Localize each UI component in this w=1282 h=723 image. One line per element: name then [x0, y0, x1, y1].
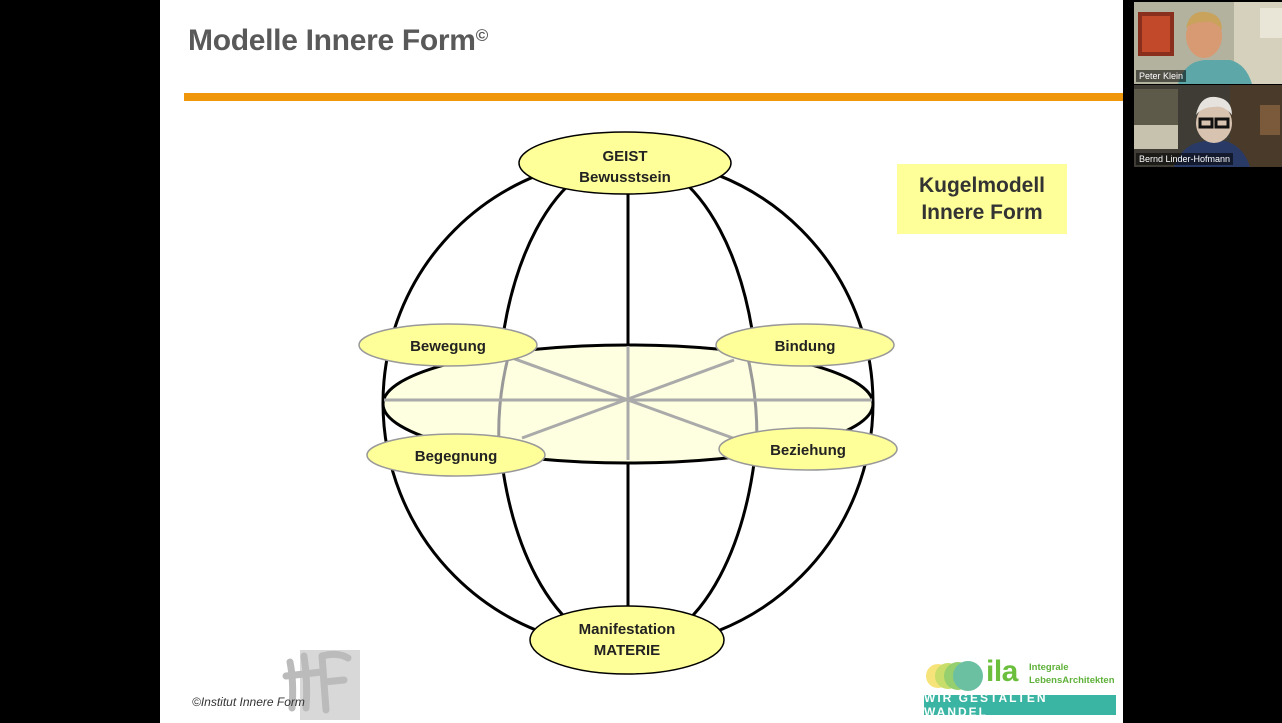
ila-circles-icon [926, 661, 983, 691]
presentation-slide: Modelle Innere Form© GEIST Bewusstsein B… [160, 0, 1123, 723]
participant-name-1: Peter Klein [1136, 70, 1187, 82]
bewusstsein-label: Bewusstsein [579, 169, 671, 186]
model-name-line2: Innere Form [921, 201, 1043, 224]
equator-spokes [384, 346, 872, 460]
copyright-mark: © [475, 26, 489, 45]
geist-label: GEIST [602, 148, 647, 165]
ila-subtitle-2: LebensArchitekten [1029, 675, 1115, 686]
node-materie: Manifestation MATERIE [529, 605, 725, 675]
node-bewegung: Bewegung [358, 323, 538, 367]
copyright-notice: ©Institut Innere Form [192, 695, 305, 709]
node-begegnung: Begegnung [366, 433, 546, 477]
model-name-line1: Kugelmodell [918, 174, 1045, 197]
iif-logo [282, 642, 362, 723]
participant-video-1 [1134, 2, 1282, 84]
sphere-model-diagram: GEIST Bewusstsein Bewegung Bindung Begeg… [358, 131, 898, 675]
participant-name-2: Bernd Linder-Hofmann [1136, 153, 1234, 165]
beziehung-label: Beziehung [770, 442, 846, 459]
slide-title-text: Modelle Innere Form [188, 24, 476, 57]
slide-title: Modelle Innere Form© [188, 24, 488, 58]
participant-video-2 [1134, 85, 1282, 167]
node-geist: GEIST Bewusstsein [518, 131, 732, 195]
node-bindung: Bindung [715, 323, 895, 367]
ila-subtitle-1: Integrale [1029, 662, 1069, 673]
iif-logo-mark [282, 650, 360, 720]
participant-video-tile[interactable]: Peter Klein [1134, 2, 1282, 84]
ila-word: ila [986, 655, 1018, 688]
title-underline-bar [184, 93, 1123, 101]
bewegung-label: Bewegung [410, 338, 486, 355]
bindung-label: Bindung [775, 338, 836, 355]
manifestation-label: Manifestation [579, 621, 676, 638]
model-name-box: Kugelmodell Innere Form [897, 164, 1067, 234]
begegnung-label: Begegnung [415, 448, 498, 465]
node-beziehung: Beziehung [718, 427, 898, 471]
materie-label: MATERIE [594, 642, 660, 659]
ila-banner: WIR GESTALTEN WANDEL [924, 691, 1116, 719]
participant-video-tile[interactable]: Bernd Linder-Hofmann [1134, 85, 1282, 167]
ila-logo: ila Integrale LebensArchitekten WIR GEST… [924, 655, 1116, 719]
